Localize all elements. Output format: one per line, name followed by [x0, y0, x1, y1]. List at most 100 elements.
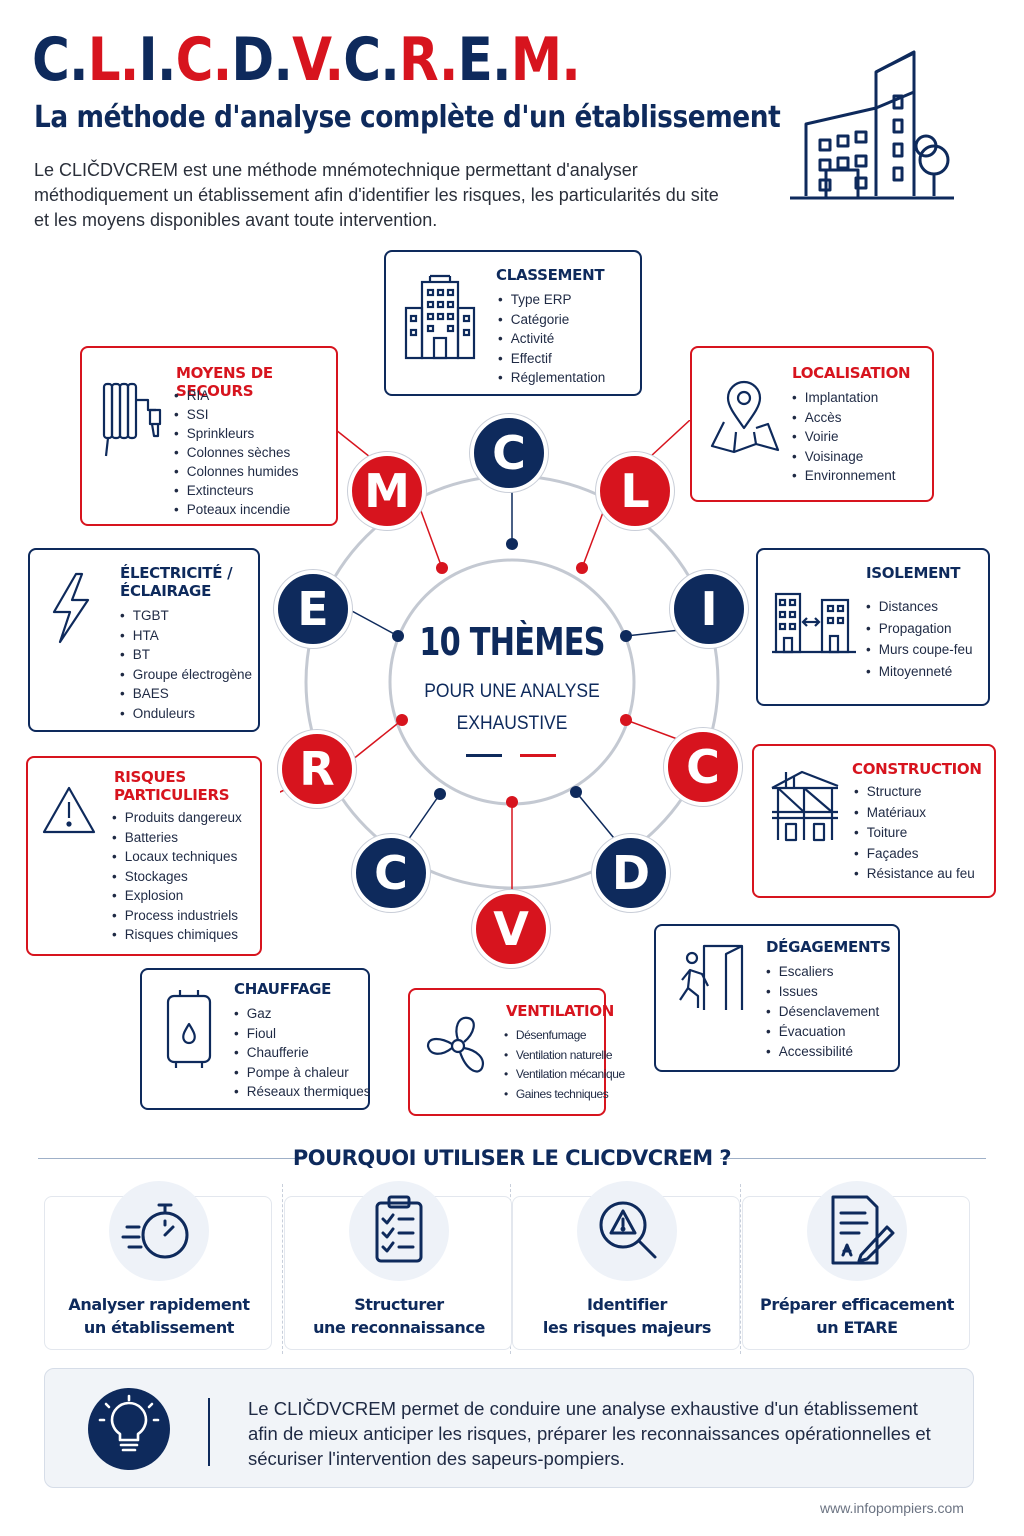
theme-list: Produits dangereux Batteries Locaux tech…	[112, 808, 242, 945]
card-label-line: Analyser rapidement	[68, 1295, 250, 1314]
magnifier-warning-icon	[599, 1201, 657, 1259]
why-card-analyser: Analyser rapidement un établissement	[44, 1181, 273, 1350]
list-item: Explosion	[112, 886, 242, 906]
divider-line	[720, 1158, 986, 1159]
checklist-icon	[375, 1195, 423, 1263]
title-letter: V.	[292, 25, 344, 95]
letter-r-risques: R	[278, 730, 356, 808]
footer-text: Le CLIČDVCREM permet de conduire une ana…	[248, 1398, 931, 1469]
theme-box-electricite: ÉLECTRICITÉ / ÉCLAIRAGE TGBT HTA BT Grou…	[28, 548, 260, 732]
list-item: RIA	[174, 386, 299, 405]
card-label-line: Structurer	[354, 1295, 444, 1314]
letter-i-isolement: I	[670, 570, 748, 648]
lightbulb-icon	[88, 1388, 170, 1470]
theme-list: Structure Matériaux Toiture Façades Rési…	[854, 782, 975, 885]
list-item: Propagation	[866, 618, 973, 640]
card-label: Analyser rapidement un établissement	[45, 1293, 273, 1339]
card-label-line: une reconnaissance	[313, 1318, 485, 1337]
divider-line	[38, 1158, 304, 1159]
letter-d-degagements: D	[592, 834, 670, 912]
list-item: Ventilation mécanique	[504, 1065, 625, 1085]
list-item: Mitoyenneté	[866, 661, 973, 683]
boiler-icon	[166, 990, 212, 1068]
building-icon	[404, 274, 476, 360]
list-item: Risques chimiques	[112, 925, 242, 945]
letter-l-localisation: L	[596, 452, 674, 530]
card-label: Préparer efficacement un ETARE	[743, 1293, 971, 1339]
structure-icon	[771, 770, 839, 842]
list-item: Gaz	[234, 1004, 371, 1024]
title-letter: D.	[231, 25, 293, 95]
source-credit: www.infopompiers.com	[820, 1500, 964, 1516]
theme-title: CLASSEMENT	[496, 266, 605, 284]
title-letter: C.	[343, 25, 400, 95]
list-item: Évacuation	[766, 1022, 879, 1042]
list-item: Ventilation naturelle	[504, 1046, 625, 1066]
letter-c-chauffage: C	[352, 834, 430, 912]
list-item: Effectif	[498, 349, 605, 369]
list-item: BT	[120, 645, 252, 665]
list-item: Désenfumage	[504, 1026, 625, 1046]
theme-list: TGBT HTA BT Groupe électrogène BAES Ondu…	[120, 606, 252, 723]
list-item: Implantation	[792, 388, 896, 408]
map-pin-icon	[710, 380, 780, 454]
theme-title-line: ÉCLAIRAGE	[120, 582, 212, 600]
subtitle: La méthode d'analyse complète d'un établ…	[34, 100, 781, 135]
list-item: Stockages	[112, 867, 242, 887]
list-item: Environnement	[792, 466, 896, 486]
list-item: Process industriels	[112, 906, 242, 926]
card-label: Identifier les risques majeurs	[513, 1293, 741, 1339]
list-item: Extincteurs	[174, 481, 299, 500]
list-item: Activité	[498, 329, 605, 349]
fan-icon	[426, 1016, 484, 1073]
fire-hose-icon	[102, 382, 162, 457]
card-separator	[740, 1184, 741, 1354]
theme-list: Désenfumage Ventilation naturelle Ventil…	[504, 1026, 625, 1104]
theme-title: ISOLEMENT	[866, 564, 961, 582]
list-item: Toiture	[854, 823, 975, 844]
letter-m-moyens: M	[348, 452, 426, 530]
theme-title: RISQUES PARTICULIERS	[114, 768, 230, 804]
list-item: Distances	[866, 596, 973, 618]
theme-box-isolement: ISOLEMENT Distances Propagation Murs cou…	[756, 548, 990, 706]
why-card-identifier: Identifier les risques majeurs	[512, 1181, 741, 1350]
theme-title: DÉGAGEMENTS	[766, 938, 891, 956]
list-item: Issues	[766, 982, 879, 1002]
list-item: Résistance au feu	[854, 864, 975, 885]
list-item: Structure	[854, 782, 975, 803]
theme-box-chauffage: CHAUFFAGE Gaz Fioul Chaufferie Pompe à c…	[140, 968, 371, 1110]
list-item: TGBT	[120, 606, 252, 626]
list-item: Fioul	[234, 1024, 371, 1044]
list-item: Catégorie	[498, 310, 605, 330]
list-item: Poteaux incendie	[174, 500, 299, 519]
theme-title: ÉLECTRICITÉ / ÉCLAIRAGE	[120, 564, 233, 600]
theme-list: Implantation Accès Voirie Voisinage Envi…	[792, 388, 896, 486]
list-item: Colonnes sèches	[174, 443, 299, 462]
why-card-structurer: Structurer une reconnaissance	[284, 1181, 512, 1350]
theme-list: Escaliers Issues Désenclavement Évacuati…	[766, 962, 880, 1062]
theme-box-moyens: MOYENS DE SECOURS RIA SSI Sprinkleurs Co…	[80, 346, 338, 526]
footer-divider	[208, 1398, 210, 1466]
title-letter: C.	[175, 25, 233, 95]
document-pen-icon	[831, 1195, 895, 1265]
title-letter: L.	[87, 25, 140, 95]
card-label-line: un ETARE	[816, 1318, 898, 1337]
list-item: Colonnes humides	[174, 462, 299, 481]
theme-box-localisation: LOCALISATION Implantation Accès Voirie V…	[690, 346, 934, 502]
list-item: Sprinkleurs	[174, 424, 299, 443]
list-item: Désenclavement	[766, 1002, 880, 1022]
list-item: Gaines techniques	[504, 1085, 625, 1105]
list-item: HTA	[120, 626, 252, 646]
exit-icon	[679, 944, 744, 1010]
list-item: Accessibilité	[766, 1042, 879, 1062]
list-item: BAES	[120, 684, 252, 704]
theme-box-ventilation: VENTILATION Désenfumage Ventilation natu…	[408, 988, 625, 1116]
list-item: Type ERP	[498, 290, 605, 310]
icon-circle	[109, 1181, 209, 1281]
letter-c-classement: C	[470, 414, 548, 492]
center-title: 10 THÈMES	[419, 620, 605, 664]
theme-title: LOCALISATION	[792, 364, 911, 382]
icon-circle	[577, 1181, 677, 1281]
lightning-icon	[52, 572, 90, 644]
letter-c-construction: C	[664, 728, 742, 806]
